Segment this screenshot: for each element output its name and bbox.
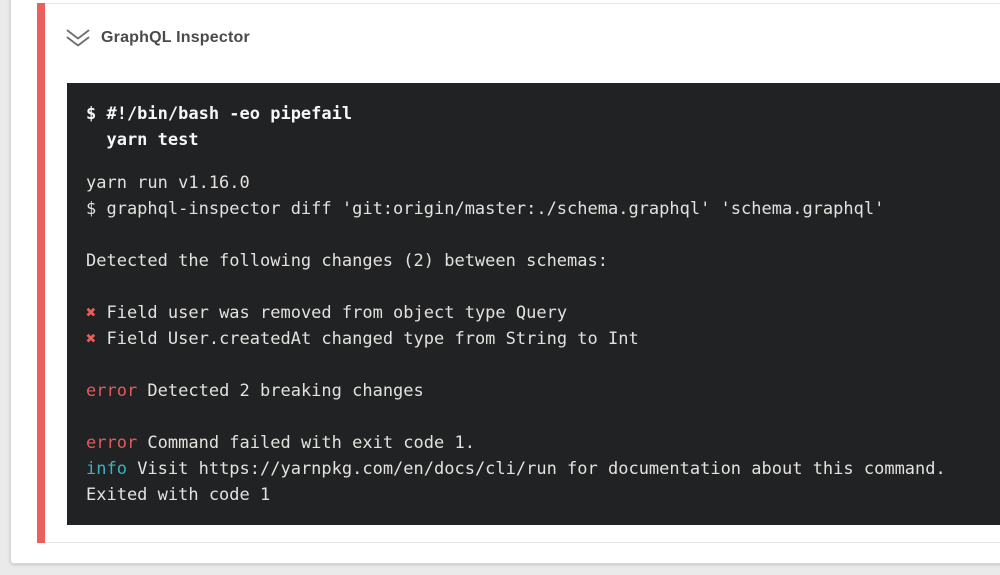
terminal-text-segment: Command failed with exit code 1. bbox=[137, 433, 475, 453]
terminal-text-segment: $ graphql-inspector diff 'git:origin/mas… bbox=[86, 199, 885, 219]
terminal-line bbox=[86, 222, 1000, 248]
terminal-text-segment: yarn run v1.16.0 bbox=[86, 173, 250, 193]
terminal-text-segment: Detected the following changes (2) betwe… bbox=[86, 251, 608, 271]
terminal-output: $ #!/bin/bash -eo pipefail yarn test yar… bbox=[67, 83, 1000, 525]
terminal-line: ✖ Field user was removed from object typ… bbox=[86, 300, 1000, 326]
terminal-line bbox=[86, 352, 1000, 378]
terminal-text-segment: ✖ bbox=[86, 303, 107, 323]
double-chevron-down-icon bbox=[66, 29, 90, 47]
build-step-card: GraphQL Inspector $ #!/bin/bash -eo pipe… bbox=[10, 0, 1000, 564]
terminal-line: error Detected 2 breaking changes bbox=[86, 378, 1000, 404]
terminal-text-segment: Detected 2 breaking changes bbox=[137, 381, 424, 401]
step-title: GraphQL Inspector bbox=[101, 29, 250, 46]
terminal-line: info Visit https://yarnpkg.com/en/docs/c… bbox=[86, 456, 1000, 482]
terminal-text-segment: $ #!/bin/bash -eo pipefail bbox=[86, 104, 353, 124]
terminal-line: Detected the following changes (2) betwe… bbox=[86, 248, 1000, 274]
terminal-line: yarn test bbox=[86, 127, 1000, 153]
collapse-step-toggle[interactable] bbox=[65, 28, 91, 48]
failed-step-section: GraphQL Inspector $ #!/bin/bash -eo pipe… bbox=[37, 3, 1000, 543]
terminal-text-segment: yarn test bbox=[86, 130, 199, 150]
terminal-line bbox=[86, 274, 1000, 300]
terminal-line: $ #!/bin/bash -eo pipefail bbox=[86, 101, 1000, 127]
terminal-command-block: $ #!/bin/bash -eo pipefail yarn test bbox=[86, 101, 1000, 153]
failure-accent-stripe bbox=[37, 3, 45, 543]
terminal-line bbox=[86, 404, 1000, 430]
terminal-text-segment: Visit https://yarnpkg.com/en/docs/cli/ru… bbox=[126, 459, 946, 479]
terminal-output-block: yarn run v1.16.0 $ graphql-inspector diff… bbox=[86, 170, 1000, 508]
terminal-line: $ graphql-inspector diff 'git:origin/mas… bbox=[86, 196, 1000, 222]
terminal-line: yarn run v1.16.0 bbox=[86, 170, 1000, 196]
terminal-line: error Command failed with exit code 1. bbox=[86, 430, 1000, 456]
terminal-text-segment: ✖ bbox=[86, 329, 107, 349]
step-header: GraphQL Inspector bbox=[65, 28, 250, 48]
terminal-line: Exited with code 1 bbox=[86, 482, 1000, 508]
terminal-text-segment: Field user was removed from object type … bbox=[106, 303, 568, 323]
terminal-text-segment: Field User.createdAt changed type from S… bbox=[106, 329, 639, 349]
terminal-line: ✖ Field User.createdAt changed type from… bbox=[86, 326, 1000, 352]
terminal-text-segment: error bbox=[86, 433, 138, 453]
terminal-text-segment: info bbox=[86, 459, 127, 479]
terminal-text-segment: error bbox=[86, 381, 138, 401]
terminal-text-segment: Exited with code 1 bbox=[86, 485, 271, 505]
